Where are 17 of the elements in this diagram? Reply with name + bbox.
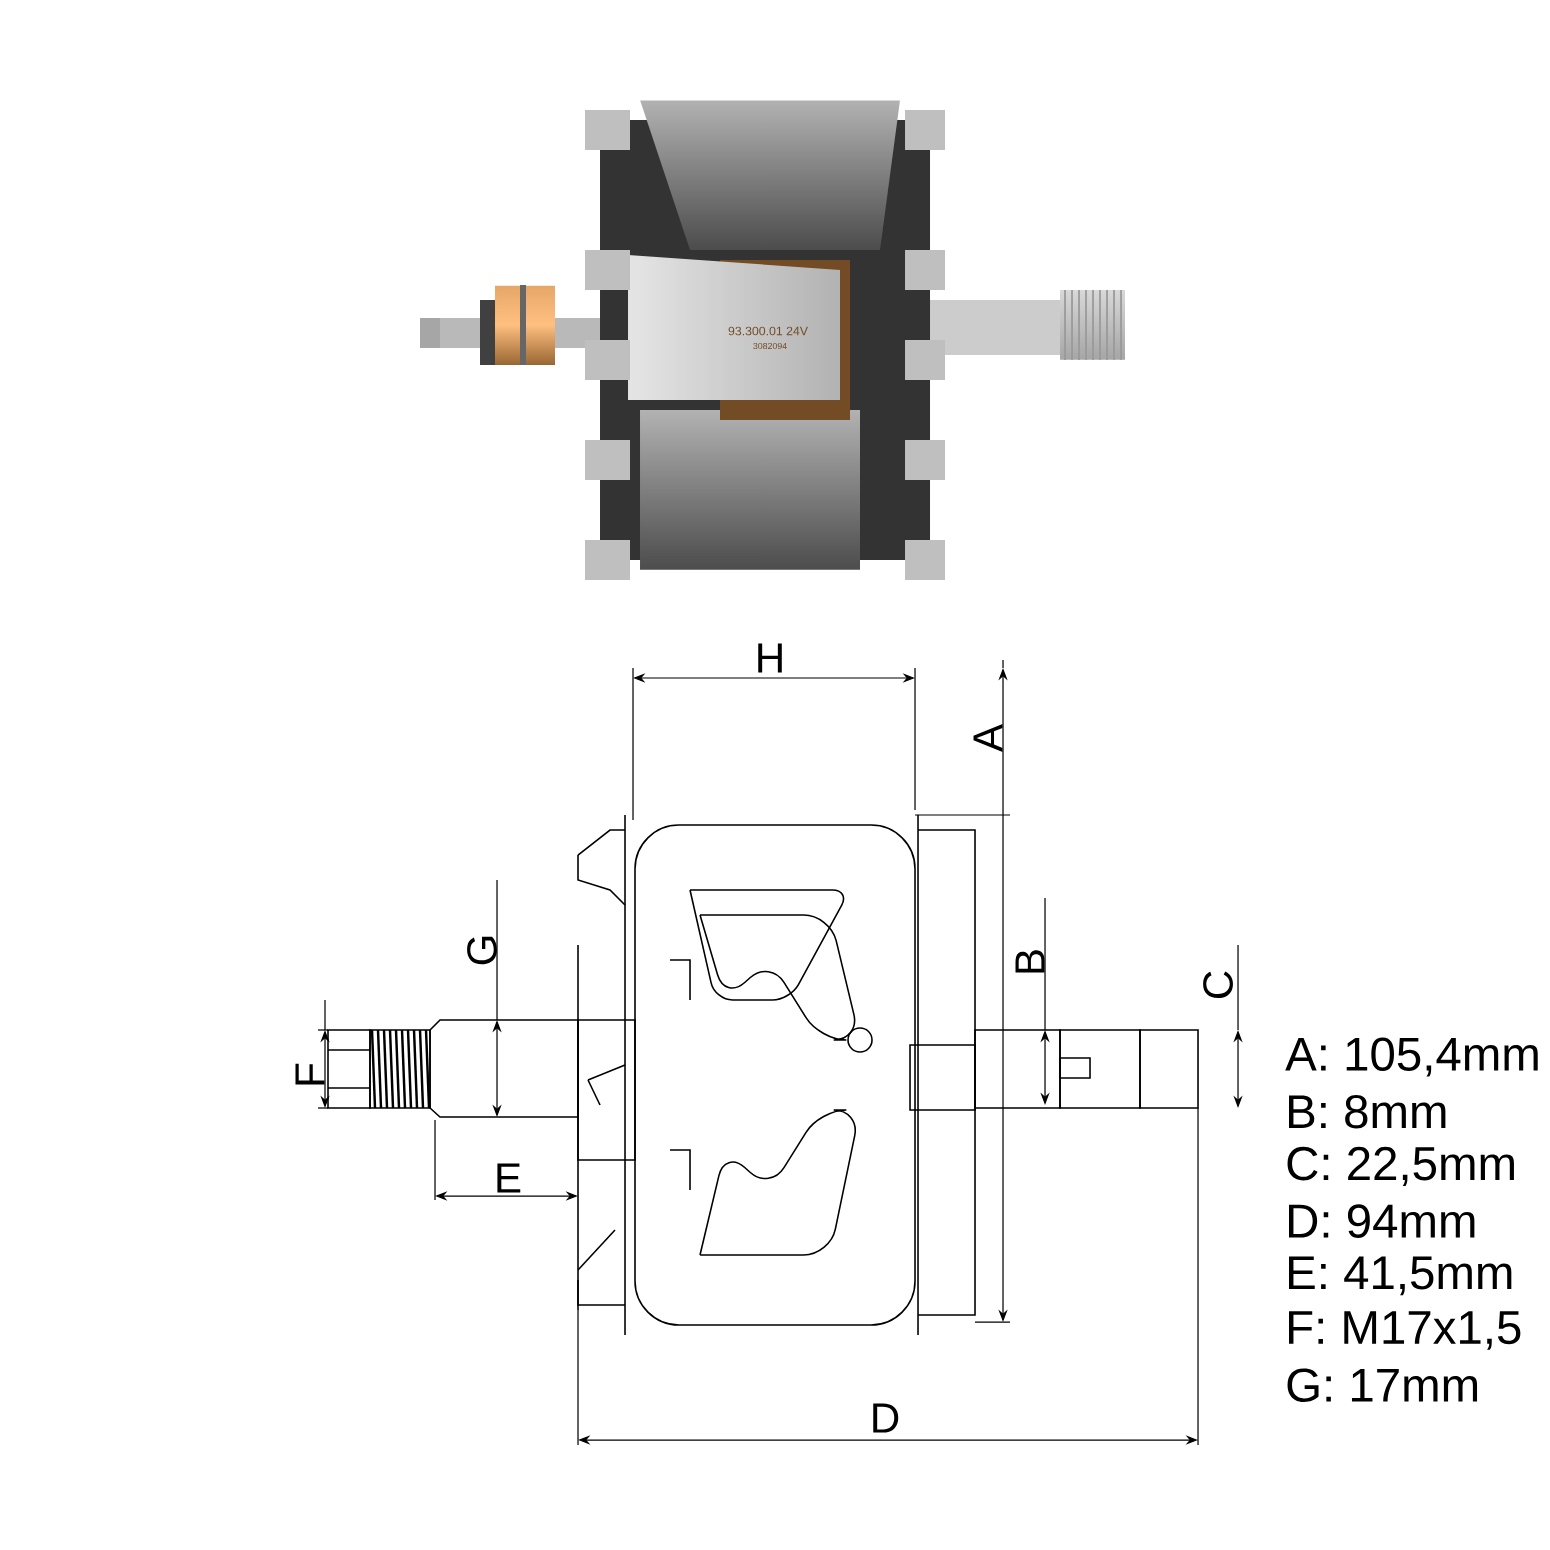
dimension-letter: A — [973, 724, 1003, 752]
dimension-letter: C — [1203, 971, 1233, 999]
dimension-letter: D — [873, 1403, 899, 1433]
dimension-value: F: M17x1,5 — [1289, 1311, 1521, 1350]
dimension-value: A: 105,4mm — [1285, 1037, 1538, 1077]
dimension-value: G: 17mm — [1287, 1368, 1478, 1402]
dimension-value: B: 8mm — [1289, 1094, 1446, 1129]
dimension-letter: F — [295, 1063, 325, 1085]
serial-number-marking: 3082094 — [753, 342, 787, 350]
part-number-marking: 93.300.01 24V — [728, 326, 808, 336]
dimension-letter: H — [758, 643, 782, 673]
dimension-value: D: 94mm — [1289, 1204, 1475, 1238]
dimension-value: C: 22,5mm — [1287, 1146, 1514, 1186]
dimension-letter: E — [497, 1163, 521, 1193]
dimension-value: E: 41,5mm — [1289, 1256, 1512, 1296]
dimension-letter: B — [1015, 950, 1045, 973]
dimension-letter: G — [467, 936, 497, 965]
